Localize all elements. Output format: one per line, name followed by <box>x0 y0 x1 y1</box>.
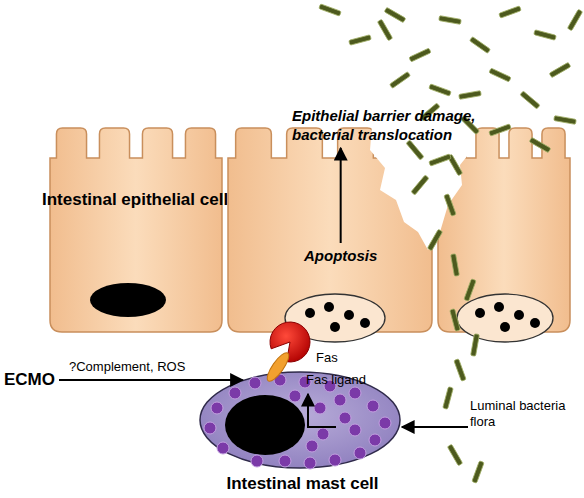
text-node: ECMO <box>4 370 55 390</box>
mast-cell-granule <box>249 377 261 389</box>
mast-cell-granule <box>349 387 361 399</box>
bacterium <box>450 309 461 332</box>
mast-cell-granule <box>367 400 379 412</box>
cell-shape <box>228 128 432 332</box>
chromatin-fragment <box>530 318 540 328</box>
mast-cell-granule <box>306 440 318 452</box>
chromatin-fragment <box>514 310 524 320</box>
bacterium <box>409 48 431 62</box>
bacterium <box>470 37 491 54</box>
mast-cell-granule <box>314 402 326 414</box>
mast-cell-outline <box>200 372 400 468</box>
epithelial-cell-outline <box>50 128 222 332</box>
chromatin-fragment <box>500 322 510 332</box>
chromatin-fragment <box>330 322 340 332</box>
mast-cell-granule <box>204 422 216 434</box>
mast-cell-granule <box>317 428 329 440</box>
bacterium <box>444 194 456 216</box>
bacteria-signal-arrow <box>402 426 468 428</box>
bacterium <box>459 91 482 100</box>
apoptotic-nucleus <box>285 294 385 342</box>
chromatin-fragment <box>344 310 354 320</box>
bacterium <box>489 124 511 136</box>
bacterium <box>384 7 406 22</box>
annotation-label: Fas <box>316 350 338 366</box>
bacterium <box>429 84 451 96</box>
annotation-label: Luminal bacteria flora <box>470 398 570 430</box>
mast-cell-granule <box>251 455 263 467</box>
mast-cell-granule <box>279 455 291 467</box>
bacterium <box>549 62 571 77</box>
node-text: ECMO <box>4 370 55 390</box>
bacterium <box>454 359 466 381</box>
bacterium <box>534 30 557 41</box>
node-heading: Intestinal mast cell <box>195 474 410 494</box>
mast-cell: Intestinal mast cell <box>195 368 410 498</box>
mast-cell-granule <box>229 387 241 399</box>
mast-cell-granule <box>354 447 366 459</box>
annotation-label: Fas ligand <box>306 372 366 388</box>
bacterium <box>439 16 462 25</box>
mast-cell-granule <box>329 454 341 466</box>
bacterium <box>447 444 462 466</box>
mast-cell-granule <box>369 434 381 446</box>
bacterium <box>390 72 411 89</box>
bacterium <box>349 35 372 46</box>
mast-cell-granule <box>334 394 346 406</box>
mast-cell-granule <box>211 402 223 414</box>
edge-label: ?Complement, ROS <box>69 359 185 375</box>
arrow-connector <box>59 379 243 381</box>
node-text: Epithelial barrier damage, bacterial tra… <box>292 106 488 144</box>
chromatin-fragment <box>494 302 504 312</box>
text-node: Epithelial barrier damage, bacterial tra… <box>292 106 488 144</box>
chromatin-fragment <box>305 308 315 318</box>
cell-shape <box>50 128 222 332</box>
epithelial-cell: Apoptosis <box>228 128 432 332</box>
bacterium <box>567 9 582 31</box>
node-text: Apoptosis <box>304 246 377 265</box>
cell-nucleus <box>90 283 166 317</box>
mast-cell-granule <box>274 374 286 386</box>
bacterium <box>377 19 392 41</box>
bacterium <box>499 6 521 18</box>
chromatin-fragment <box>360 318 370 328</box>
mast-cell-granule <box>289 390 301 402</box>
chromatin-fragment <box>324 302 334 312</box>
mast-cell-granule <box>304 457 316 469</box>
epithelial-cell-art <box>438 128 570 342</box>
mast-cell-granule <box>339 412 351 424</box>
bacterium <box>554 116 577 125</box>
mast-cell-granule <box>217 442 229 454</box>
bacterium <box>489 68 511 82</box>
bacterium <box>443 387 454 410</box>
bacterium <box>464 279 476 301</box>
bacterium <box>471 334 480 357</box>
mast-cell-granule <box>349 424 361 436</box>
bacterium <box>472 461 484 483</box>
mast-cell-granule <box>379 417 391 429</box>
node-text: Intestinal epithelial cell <box>42 190 228 210</box>
bacterium <box>447 154 462 176</box>
bacterium <box>451 254 460 277</box>
apoptotic-nucleus <box>457 294 553 342</box>
bacterium <box>529 137 551 152</box>
epithelial-cell-outline <box>438 128 570 332</box>
mast-cell-nucleus <box>225 395 305 455</box>
chromatin-fragment <box>475 308 485 318</box>
bacterium <box>520 91 540 109</box>
bacterium <box>319 4 341 16</box>
epithelial-cell: Intestinal epithelial cell <box>50 128 222 332</box>
